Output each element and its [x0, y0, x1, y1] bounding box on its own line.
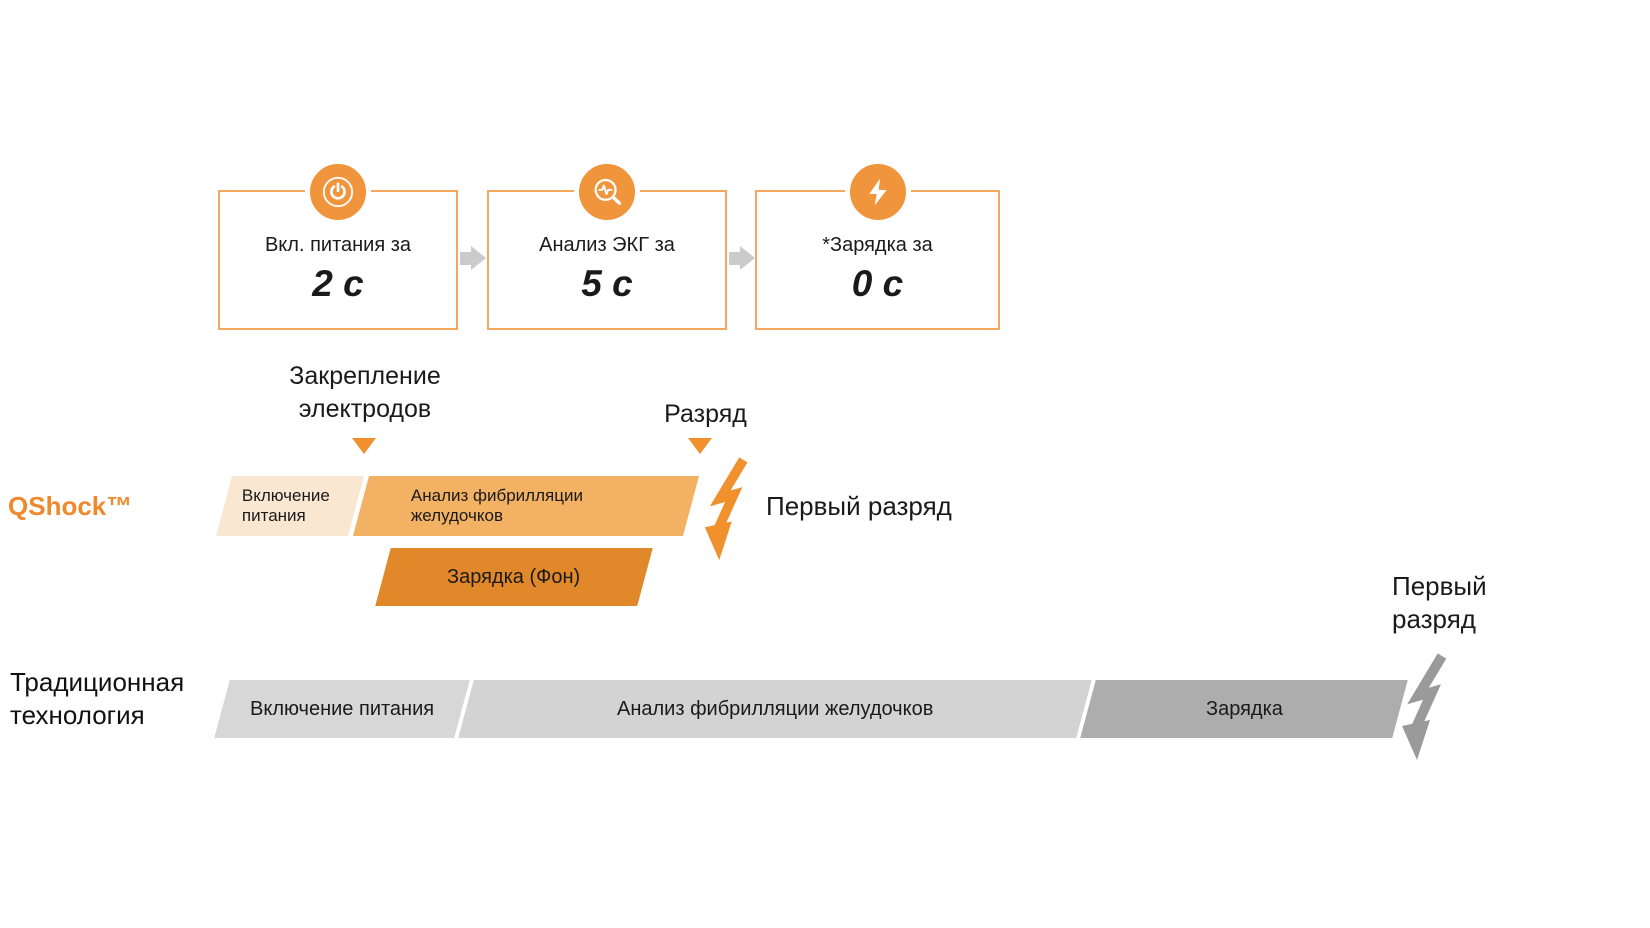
- qshock-shock-bolt-icon: [700, 456, 752, 567]
- step-box-ecg-analysis: Анализ ЭКГ за 5 с: [487, 159, 727, 330]
- step-value: 2 с: [312, 263, 364, 304]
- discharge-label: Разряд: [664, 400, 747, 428]
- flow-arrow-icon: [460, 246, 486, 270]
- ecg-search-icon: [574, 159, 640, 225]
- lightning-icon: [844, 159, 911, 225]
- arrow-head: [740, 246, 755, 270]
- qshock-vf-analysis-bar: Анализ фибрилляции желудочков: [352, 476, 700, 536]
- traditional-power-on-bar: Включение питания: [214, 680, 470, 738]
- bar-text: Включение питания: [242, 485, 330, 525]
- qshock-first-shock-label: Первый разряд: [766, 491, 952, 521]
- step-label: Вкл. питания за: [264, 234, 412, 256]
- traditional-shock-bolt-icon: [1398, 648, 1450, 771]
- qshock-row-label: QShock™: [8, 491, 133, 521]
- step-box-charge: *Зарядка за 0 с: [755, 159, 1000, 330]
- step-value: 0 с: [851, 263, 904, 304]
- traditional-first-shock-label: Первый разряд: [1392, 571, 1487, 634]
- traditional-charge-bar: Зарядка: [1080, 680, 1408, 738]
- qshock-background-charge-bar: Зарядка (Фон): [375, 548, 653, 606]
- marker-triangle-icon: [352, 438, 376, 454]
- arrow-shaft: [729, 251, 740, 265]
- arrow-shaft: [460, 251, 471, 265]
- step-label: Анализ ЭКГ за: [539, 234, 675, 256]
- bar-text: Зарядка: [1205, 698, 1283, 720]
- flow-arrow-icon: [729, 246, 755, 270]
- electrodes-attached-label: Закрепление электродов: [289, 362, 441, 423]
- traditional-row-label: Традиционная технология: [10, 667, 185, 730]
- step-label: *Зарядка за: [822, 234, 933, 256]
- bar-text: Анализ фибрилляции желудочков: [411, 485, 584, 525]
- power-icon: [305, 159, 371, 225]
- bar-text: Зарядка (Фон): [447, 566, 581, 588]
- marker-triangle-icon: [688, 438, 712, 454]
- bar-text: Анализ фибрилляции желудочков: [616, 698, 934, 720]
- bar-text: Включение питания: [249, 698, 435, 720]
- traditional-vf-analysis-bar: Анализ фибрилляции желудочков: [458, 680, 1092, 738]
- arrow-head: [471, 246, 486, 270]
- step-value: 5 с: [581, 263, 633, 304]
- qshock-power-on-bar: Включение питания: [215, 476, 365, 536]
- step-box-power-on: Вкл. питания за 2 с: [218, 159, 458, 330]
